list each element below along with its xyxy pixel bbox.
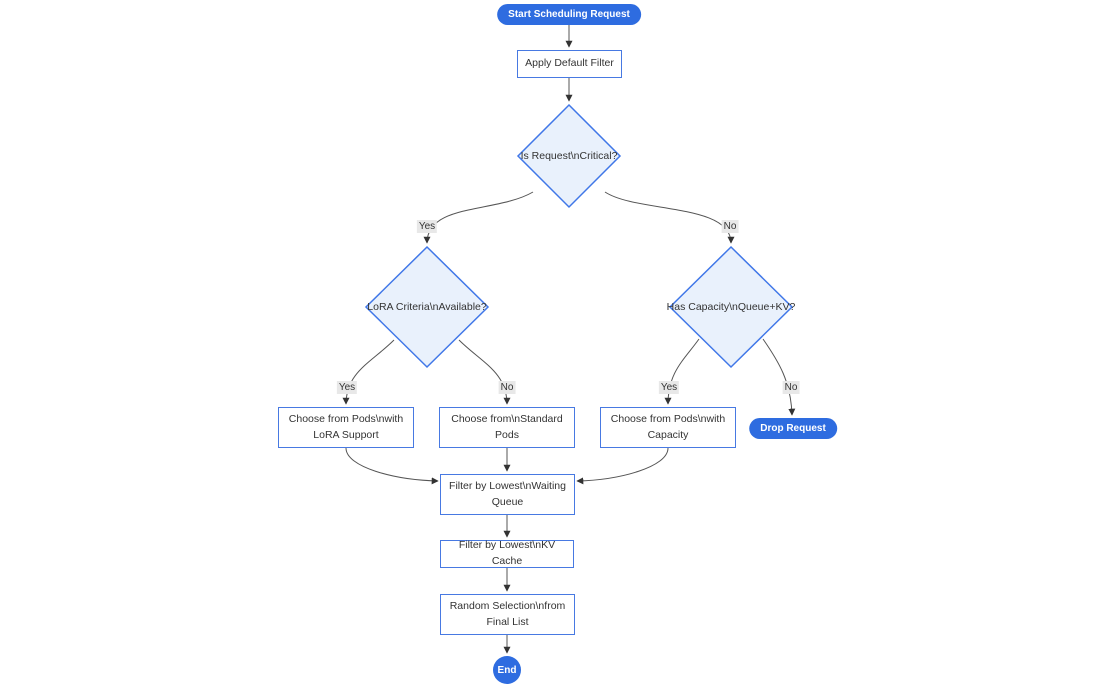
edge-lora-yes: [342, 339, 395, 405]
edge-capacity-no: [762, 338, 796, 416]
edge-label-critical-no: No: [721, 220, 739, 233]
node-apply-default-filter: Apply Default Filter: [517, 50, 622, 78]
node-choose-capacity-pods: Choose from Pods\nwith Capacity: [600, 407, 736, 448]
edge-label-lora-yes: Yes: [336, 381, 358, 394]
edge-label-critical-yes: Yes: [416, 220, 438, 233]
edge-critical-yes: [423, 191, 534, 244]
diamond-is-critical: [516, 103, 622, 209]
node-choose-standard-pods: Choose from\nStandard Pods: [439, 407, 575, 448]
diamond-has-capacity: [668, 245, 794, 369]
node-drop-request: Drop Request: [749, 418, 837, 439]
node-start: Start Scheduling Request: [497, 4, 641, 25]
node-random-selection: Random Selection\nfrom Final List: [440, 594, 575, 635]
node-filter-kv-cache: Filter by Lowest\nKV Cache: [440, 539, 574, 568]
node-end: End: [493, 656, 521, 684]
edge-lorapods-to-filter: [345, 447, 439, 485]
edge-label-lora-no: No: [498, 381, 516, 394]
edge-label-capacity-no: No: [782, 381, 800, 394]
node-choose-lora-pods: Choose from Pods\nwith LoRA Support: [278, 407, 414, 448]
edge-capacitypods-to-filter: [576, 447, 669, 485]
edge-label-capacity-yes: Yes: [658, 381, 680, 394]
diamond-lora-criteria: [364, 245, 490, 369]
edge-critical-no: [604, 191, 735, 244]
node-filter-waiting-queue: Filter by Lowest\nWaiting Queue: [440, 474, 575, 515]
edge-lora-no: [458, 339, 511, 405]
edge-capacity-yes: [664, 338, 700, 405]
